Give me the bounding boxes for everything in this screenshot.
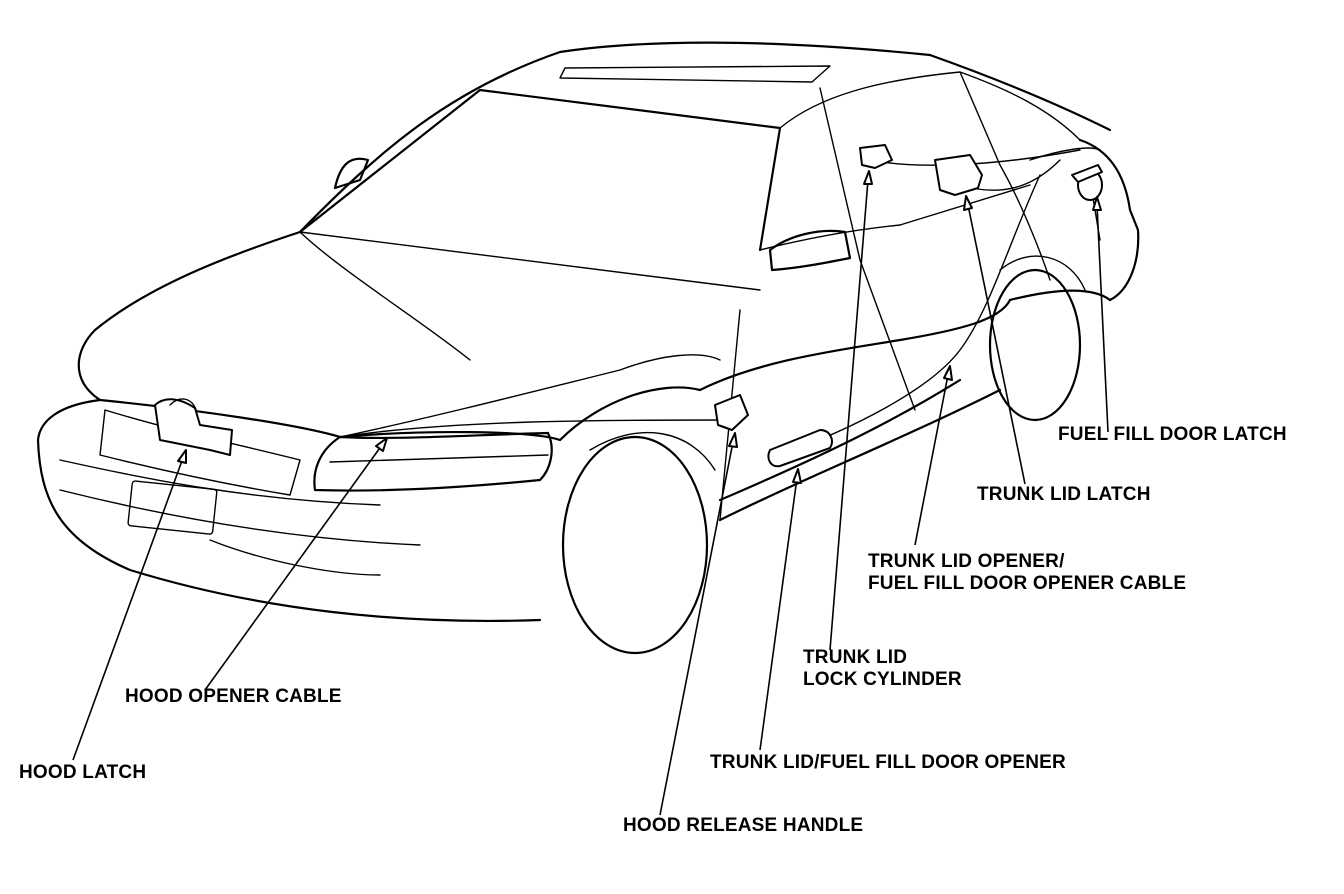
label-trunk-lid-opener-line2: FUEL FILL DOOR OPENER CABLE — [868, 573, 1187, 594]
label-fuel-fill-door-latch: FUEL FILL DOOR LATCH — [1058, 424, 1287, 445]
leader-lines — [72, 170, 1109, 816]
lock-cylinder-part — [859, 144, 893, 169]
opener-handle-part — [767, 429, 833, 468]
label-hood-opener-cable: HOOD OPENER CABLE — [125, 686, 342, 707]
label-hood-latch: HOOD LATCH — [19, 762, 147, 783]
label-trunk-lid-lock-cylinder-line1: TRUNK LID — [803, 647, 908, 668]
label-trunk-lid-lock-cylinder-line2: LOCK CYLINDER — [803, 669, 962, 690]
trunk-lid-latch-part — [934, 154, 983, 196]
label-trunk-lid-latch: TRUNK LID LATCH — [977, 484, 1151, 505]
hood-release-handle-part — [714, 394, 749, 431]
label-trunk-lid-opener-line1: TRUNK LID OPENER/ — [868, 551, 1065, 572]
fuel-fill-door-latch-part — [1071, 164, 1103, 201]
opener-cable-path — [339, 149, 1081, 456]
label-hood-release-handle: HOOD RELEASE HANDLE — [623, 815, 864, 836]
label-trunk-lid-fuel-fill-door-opener: TRUNK LID/FUEL FILL DOOR OPENER — [710, 752, 1066, 773]
hood-latch-part — [154, 398, 233, 456]
